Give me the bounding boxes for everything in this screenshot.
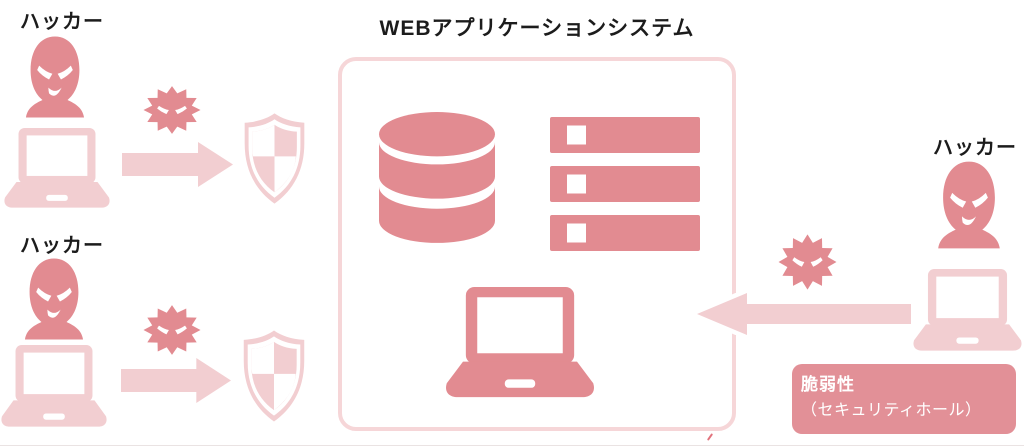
page-divider-line	[0, 445, 1024, 446]
malware-virus-icon	[141, 303, 203, 357]
hacker-balaclava-icon	[934, 160, 1004, 250]
hacker-laptop-icon	[0, 345, 108, 428]
attack-arrow-icon	[122, 142, 233, 187]
stray-mark	[706, 433, 714, 441]
hacker-laptop-icon	[912, 269, 1023, 352]
hacker-label-right: ハッカー	[933, 137, 1017, 159]
security-shield-icon	[239, 112, 310, 205]
database-icon	[377, 110, 497, 253]
security-shield-icon	[238, 329, 310, 423]
hacker-balaclava-icon	[21, 257, 87, 341]
system-title: WEBアプリケーションシステム	[379, 17, 695, 40]
hacker-label-bottom-left: ハッカー	[20, 235, 104, 257]
vulnerability-badge: 脆弱性 （セキュリティホール）	[792, 364, 1016, 434]
web-server-laptop-icon	[444, 287, 596, 399]
attack-arrow-left-icon	[697, 293, 911, 335]
malware-virus-icon	[141, 84, 203, 136]
hacker-label-top-left: ハッカー	[20, 11, 104, 33]
attack-arrow-icon	[121, 358, 231, 403]
vulnerability-badge-line1: 脆弱性	[801, 375, 855, 394]
server-icon	[550, 117, 700, 252]
vulnerability-badge-line2: （セキュリティホール）	[801, 402, 982, 419]
hacker-laptop-icon	[3, 128, 111, 209]
hacker-balaclava-icon	[22, 35, 88, 119]
malware-virus-icon	[776, 232, 839, 292]
